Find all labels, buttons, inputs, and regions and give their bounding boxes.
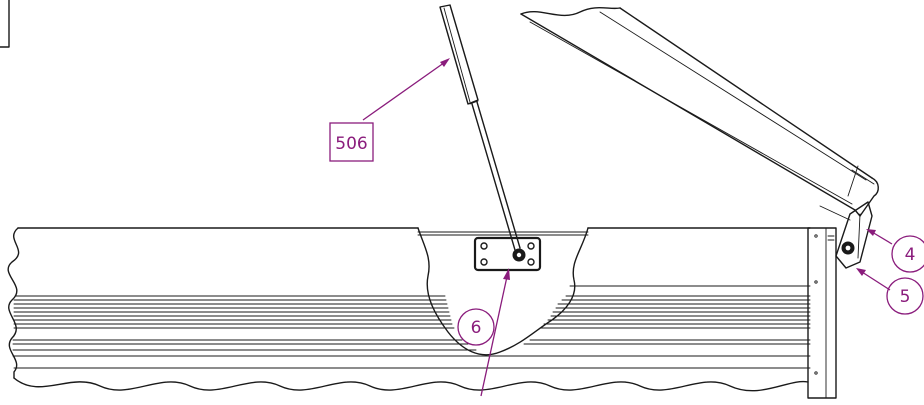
callout-506-label: 506 [335, 134, 367, 154]
awning-panel [520, 7, 879, 221]
callout-506: 506 [329, 58, 450, 162]
callout-4: 4 [866, 229, 924, 273]
base-rail [7, 227, 811, 392]
callout-6-label: 6 [471, 318, 482, 338]
callout-5: 5 [856, 268, 924, 315]
frame-corner [0, 0, 10, 48]
end-cap [807, 227, 837, 399]
gas-spring [439, 4, 521, 251]
mounting-bracket [473, 236, 542, 272]
callout-5-label: 5 [900, 287, 911, 307]
callout-4-label: 4 [905, 245, 916, 265]
callout-6: 6 [457, 268, 510, 397]
hinge-assembly [835, 201, 873, 269]
